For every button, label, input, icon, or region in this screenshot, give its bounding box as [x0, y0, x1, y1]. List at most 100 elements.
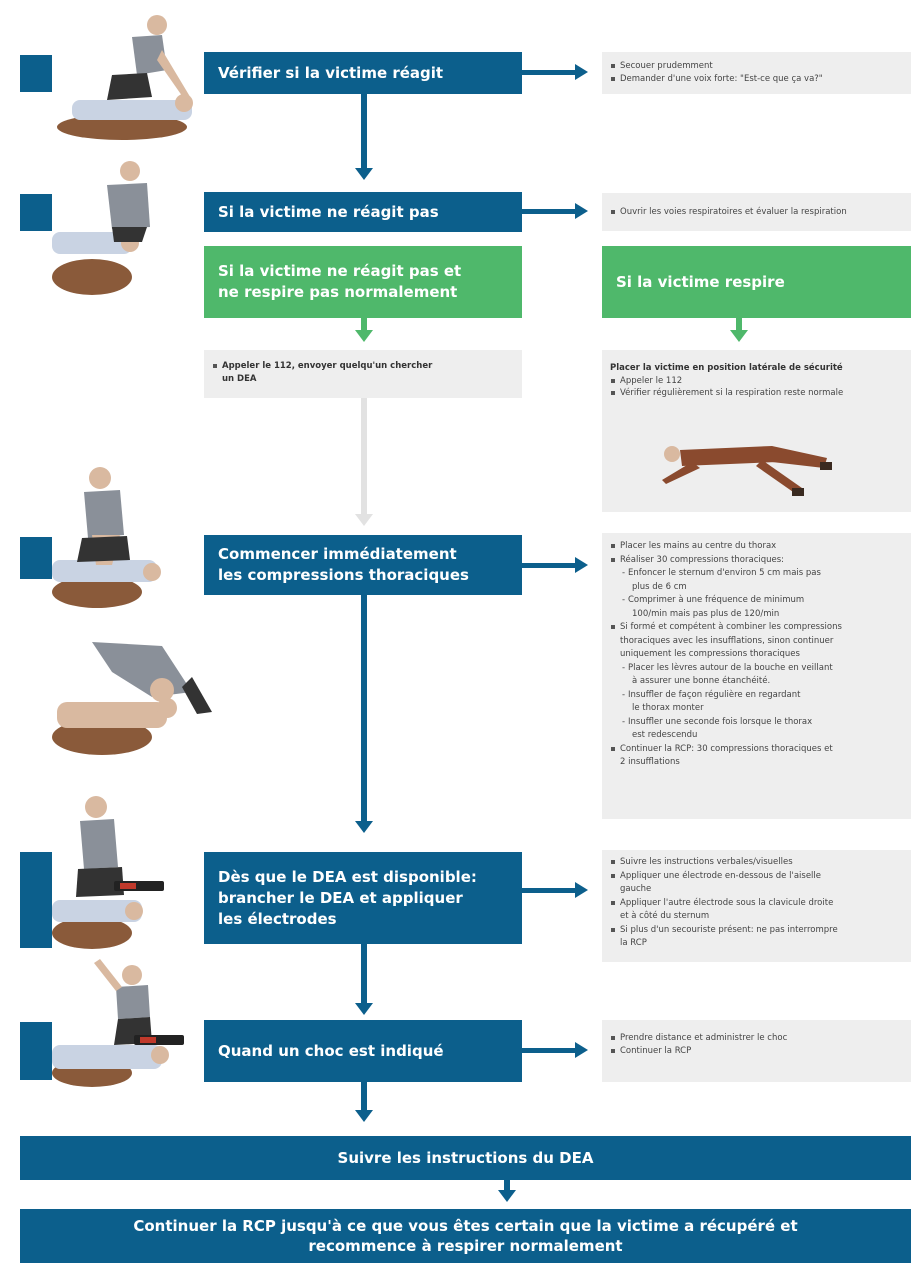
info-subitem: Insuffler de façon régulière en regardan… [610, 689, 903, 703]
info-subitem: Insuffler une seconde fois lorsque le th… [610, 716, 903, 730]
info-item: Continuer la RCP: 30 compressions thorac… [610, 743, 903, 757]
arrow-head-down [355, 1003, 373, 1015]
arrow-line [522, 70, 577, 75]
step-4-title-line3: les électrodes [218, 909, 337, 928]
continue-cpr-text-line2: recommence à respirer normalement [308, 1237, 623, 1255]
connector-line [736, 318, 742, 334]
arrow-head-down [355, 1110, 373, 1122]
step-4-title-line2: brancher le DEA et appliquer [218, 888, 463, 907]
step-4-title-line1: Dès que le DEA est disponible: [218, 867, 477, 886]
arrow-line [522, 888, 577, 893]
info-item: Appliquer une électrode en-dessous de l'… [610, 870, 903, 884]
arrow-head-right [575, 1042, 588, 1058]
info-subitem-continued: à assurer une bonne étanchéité. [632, 676, 771, 686]
connector-line [504, 1180, 510, 1192]
info-item-continued: la RCP [620, 938, 647, 948]
arrow-line [522, 1048, 577, 1053]
arrow-head-down [355, 168, 373, 180]
continue-cpr-banner: Continuer la RCP jusqu'à ce que vous ête… [20, 1209, 911, 1263]
info-item: Si plus d'un secouriste présent: ne pas … [610, 924, 903, 938]
rescuer-compressions-illustration [52, 467, 161, 608]
step-marker-3 [20, 537, 52, 579]
step-3-title-line1: Commencer immédiatement [218, 545, 457, 563]
info-item-continued: uniquement les compressions thoraciques [620, 649, 800, 659]
arrow-head-right [575, 203, 588, 219]
branch-no-breathing-info: Appeler le 112, envoyer quelqu'un cherch… [204, 350, 522, 398]
arrow-head-right [575, 557, 588, 573]
arrow-line [522, 563, 577, 568]
branch-breathing-info: Placer la victime en position latérale d… [602, 350, 911, 512]
branch-no-breathing-title-line1: Si la victime ne réagit pas et [218, 262, 462, 280]
step-1-title: Vérifier si la victime réagit [218, 63, 444, 82]
step-4-box: Dès que le DEA est disponible: brancher … [204, 852, 522, 944]
step-5-title: Quand un choc est indiqué [218, 1041, 444, 1060]
info-item-continued: 2 insufflations [620, 757, 680, 767]
branch-breathing-box: Si la victime respire [602, 246, 911, 318]
arrow-head-down [355, 330, 373, 342]
step-3-title-line2: les compressions thoraciques [218, 566, 469, 584]
info-item-continued: un DEA [222, 373, 257, 384]
arrow-head-right [575, 882, 588, 898]
info-subitem: Enfoncer le sternum d'environ 5 cm mais … [610, 567, 903, 581]
info-subitem: Placer les lèvres autour de la bouche en… [610, 662, 903, 676]
step-marker-1 [20, 55, 52, 92]
step-5-box: Quand un choc est indiqué [204, 1020, 522, 1082]
branch-no-breathing-box: Si la victime ne réagit pas et ne respir… [204, 246, 522, 318]
rescuer-shock-illustration [52, 959, 184, 1087]
follow-aed-instructions-text: Suivre les instructions du DEA [337, 1148, 594, 1167]
info-item: Appeler le 112, envoyer quelqu'un cherch… [212, 360, 514, 373]
info-item: Si formé et compétent à combiner les com… [610, 621, 903, 635]
connector-line [361, 1082, 367, 1112]
step-3-box: Commencer immédiatement les compressions… [204, 535, 522, 595]
arrow-head-right [575, 64, 588, 80]
info-item: Placer les mains au centre du thorax [610, 540, 903, 554]
recovery-position-illustration [662, 446, 832, 496]
arrow-head-down [355, 514, 373, 526]
step-2-box: Si la victime ne réagit pas [204, 192, 522, 232]
connector-line [361, 94, 367, 170]
info-item: Continuer la RCP [610, 1045, 903, 1058]
info-item: Appliquer l'autre électrode sous la clav… [610, 897, 903, 911]
info-item: Suivre les instructions verbales/visuell… [610, 856, 903, 870]
info-item-continued: et à côté du sternum [620, 911, 710, 921]
arrow-head-down [355, 821, 373, 833]
step-5-info: Prendre distance et administrer le choc … [602, 1020, 911, 1082]
info-item: Prendre distance et administrer le choc [610, 1032, 903, 1045]
follow-aed-instructions-banner: Suivre les instructions du DEA [20, 1136, 911, 1180]
step-marker-5 [20, 1022, 52, 1080]
arrow-line [522, 209, 577, 214]
info-item: Appeler le 112 [610, 375, 903, 388]
rescuer-rescue-breaths-illustration [52, 642, 212, 755]
info-subitem-continued: plus de 6 cm [632, 581, 687, 592]
connector-line [361, 595, 367, 823]
info-item: Demander d'une voix forte: "Est-ce que ç… [610, 73, 903, 86]
step-2-info: Ouvrir les voies respiratoires et évalue… [602, 193, 911, 231]
info-item: Secouer prudemment [610, 60, 903, 73]
info-item-continued: thoraciques avec les insufflations, sino… [620, 635, 834, 646]
continue-cpr-text-line1: Continuer la RCP jusqu'à ce que vous ête… [133, 1217, 798, 1235]
rescuer-open-airway-illustration [52, 161, 150, 295]
step-3-info: Placer les mains au centre du thorax Réa… [602, 533, 911, 819]
branch-breathing-title: Si la victime respire [616, 272, 785, 291]
info-subitem: Comprimer à une fréquence de minimum [610, 594, 903, 608]
info-subitem-continued: est redescendu [632, 730, 698, 740]
connector-line [361, 944, 367, 1006]
step-1-info: Secouer prudemment Demander d'une voix f… [602, 52, 911, 94]
info-subitem-continued: 100/min mais pas plus de 120/min [632, 608, 780, 619]
step-4-info: Suivre les instructions verbales/visuell… [602, 850, 911, 962]
step-marker-4 [20, 852, 52, 948]
step-2-title: Si la victime ne réagit pas [218, 202, 439, 221]
rescuer-check-response-illustration [57, 15, 193, 140]
connector-line-muted [361, 398, 367, 516]
info-item: Ouvrir les voies respiratoires et évalue… [610, 206, 903, 219]
arrow-head-down [498, 1190, 516, 1202]
info-heading: Placer la victime en position latérale d… [610, 363, 843, 373]
connector-line [361, 318, 367, 334]
arrow-head-down [730, 330, 748, 342]
info-item-continued: gauche [620, 884, 652, 894]
branch-no-breathing-title-line2: ne respire pas normalement [218, 283, 458, 301]
info-item: Vérifier régulièrement si la respiration… [610, 387, 903, 400]
info-subitem-continued: le thorax monter [632, 703, 704, 713]
step-marker-2 [20, 194, 52, 231]
info-item: Réaliser 30 compressions thoraciques: [610, 554, 903, 568]
